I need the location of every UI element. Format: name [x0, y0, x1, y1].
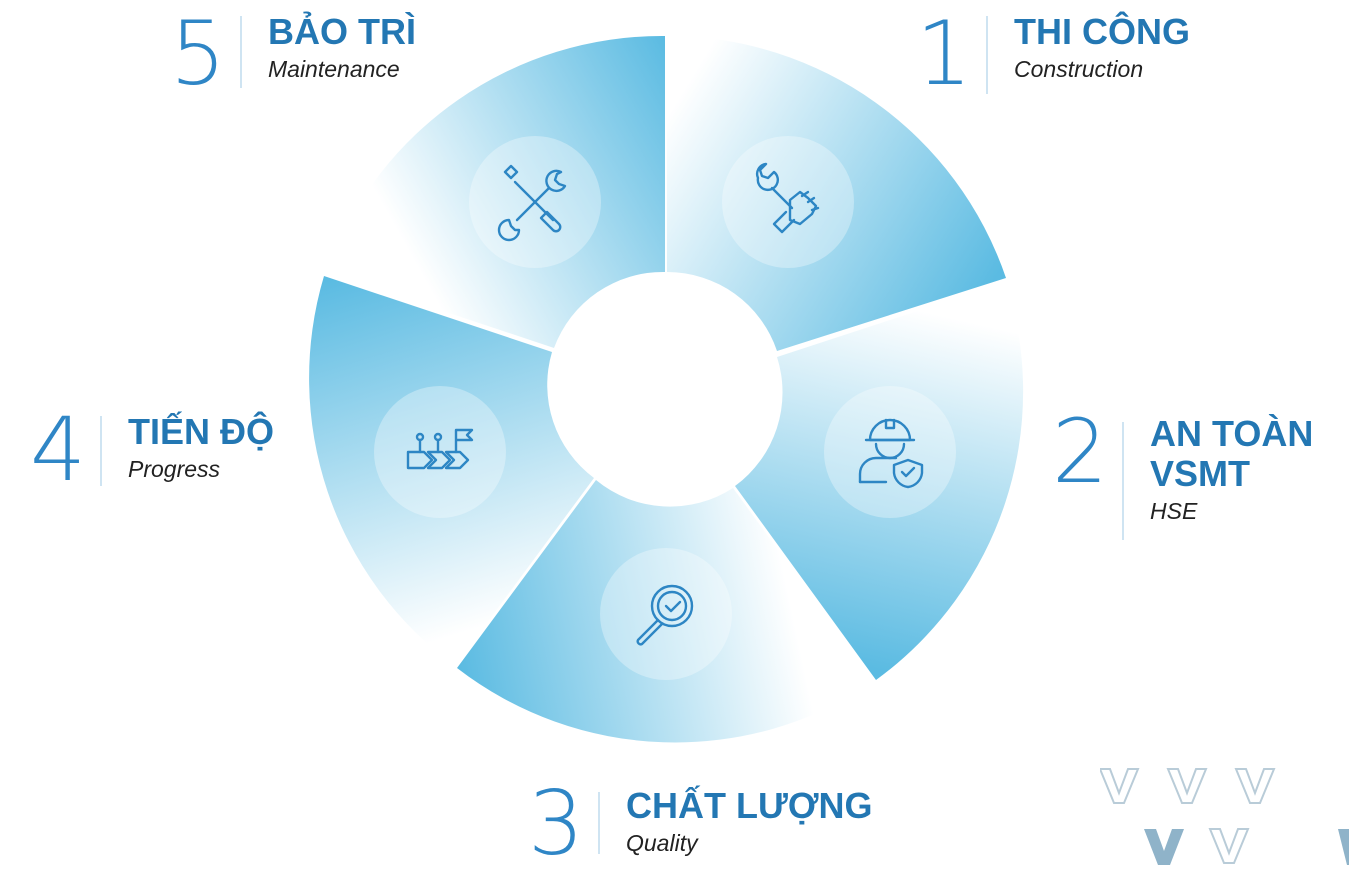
wheel-segments — [309, 35, 1024, 743]
icon-disc — [600, 548, 732, 680]
chevron-outline-icon — [1166, 768, 1208, 804]
segment-quality — [457, 480, 874, 743]
chevron-solid-icon — [1338, 829, 1349, 865]
step-subtitle: HSE — [1150, 498, 1198, 524]
step-label-4: 4 TIẾN ĐỘ Progress — [30, 398, 275, 501]
step-number: 3 — [528, 772, 584, 875]
step-subtitle: Construction — [1014, 56, 1144, 82]
step-title: THI CÔNG — [1014, 11, 1190, 52]
segment-maintenance — [326, 35, 665, 348]
progress-flag-icon — [406, 428, 474, 470]
step-number: 1 — [916, 2, 972, 105]
step-subtitle: Progress — [128, 456, 221, 482]
step-label-1: 1 THI CÔNG Construction — [916, 2, 1190, 105]
icon-disc — [722, 136, 854, 268]
step-number: 2 — [1052, 400, 1108, 503]
step-label-2: 2 AN TOÀN VSMT HSE — [1052, 400, 1314, 540]
step-subtitle: Quality — [626, 830, 698, 856]
worker-shield-icon — [858, 418, 924, 489]
icon-disc — [824, 386, 956, 518]
step-number: 5 — [170, 2, 226, 105]
chevron-outline-icon — [1208, 828, 1250, 864]
step-title: AN TOÀN VSMT — [1150, 413, 1314, 494]
step-label-3: 3 CHẤT LƯỢNG Quality — [528, 772, 873, 875]
chevron-outline-icon — [1100, 768, 1140, 804]
divider — [1122, 422, 1124, 540]
divider — [240, 16, 242, 88]
step-title: CHẤT LƯỢNG — [626, 785, 873, 826]
decorative-chevrons — [1100, 768, 1349, 865]
divider — [100, 416, 102, 486]
wrench-screwdriver-icon — [497, 164, 567, 242]
divider — [598, 792, 600, 854]
chevron-outline-icon — [1234, 768, 1276, 804]
divider — [986, 16, 988, 94]
segment-construction — [667, 35, 1006, 352]
step-title: BẢO TRÌ — [268, 11, 416, 52]
step-label-5: 5 BẢO TRÌ Maintenance — [170, 2, 416, 105]
step-subtitle: Maintenance — [268, 56, 400, 82]
wrench-hand-icon — [755, 162, 820, 234]
step-title: TIẾN ĐỘ — [128, 411, 275, 452]
segment-progress — [309, 276, 594, 666]
step-number: 4 — [30, 398, 86, 501]
magnifier-check-icon — [636, 584, 694, 646]
chevron-solid-icon — [1144, 829, 1184, 865]
